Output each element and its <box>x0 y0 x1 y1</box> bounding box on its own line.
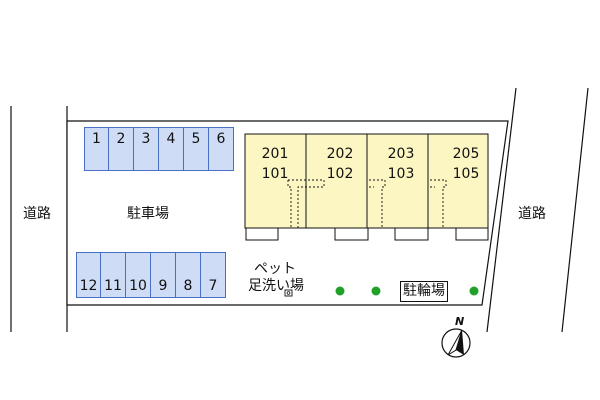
parking-stall: 2 <box>109 127 134 171</box>
unit-number-upper: 202 <box>326 146 354 162</box>
pet-area-label: 足洗い場 <box>248 278 304 294</box>
unit-number-upper: 201 <box>261 146 289 162</box>
bicycle-parking-label: 駐輪場 <box>400 281 448 302</box>
parking-stall: 1 <box>84 127 109 171</box>
road-label-right: 道路 <box>518 206 546 222</box>
parking-stall: 8 <box>176 252 201 298</box>
unit-number-upper: 203 <box>387 146 415 162</box>
unit-number-lower: 102 <box>326 166 354 182</box>
road-edge-right-outer <box>561 87 589 333</box>
parking-stall: 3 <box>134 127 159 171</box>
parking-stall: 6 <box>209 127 234 171</box>
north-arrow-icon <box>441 328 471 358</box>
parking-stall: 9 <box>151 252 176 298</box>
parking-stall: 10 <box>126 252 151 298</box>
compass-label: N <box>455 315 465 328</box>
parking-row-bottom: 12 11 10 9 8 7 <box>76 252 226 298</box>
parking-stall: 11 <box>101 252 126 298</box>
step-box <box>334 227 369 241</box>
step-box <box>394 227 429 241</box>
road-label-left: 道路 <box>23 206 51 222</box>
tree-icon <box>335 286 345 296</box>
stair-outline <box>430 179 447 228</box>
road-edge-right-inner <box>486 87 517 333</box>
parking-stall: 7 <box>201 252 226 298</box>
step-box <box>245 227 279 241</box>
parking-stall: 4 <box>159 127 184 171</box>
faucet-icon <box>284 289 293 297</box>
unit-number-upper: 205 <box>452 146 480 162</box>
faucet-icon-dot <box>286 291 291 295</box>
unit-number-lower: 101 <box>261 166 289 182</box>
parking-row-top: 1 2 3 4 5 6 <box>84 127 234 171</box>
tree-icon <box>469 286 479 296</box>
stair-outline <box>369 179 386 228</box>
unit-number-lower: 103 <box>387 166 415 182</box>
tree-icon <box>371 286 381 296</box>
unit-number-lower: 105 <box>452 166 480 182</box>
parking-label: 駐車場 <box>127 206 169 222</box>
parking-stall: 12 <box>76 252 101 298</box>
pet-area-label: ペット <box>254 261 296 277</box>
step-box <box>455 227 489 241</box>
stair-outline <box>287 179 325 228</box>
parking-stall: 5 <box>184 127 209 171</box>
